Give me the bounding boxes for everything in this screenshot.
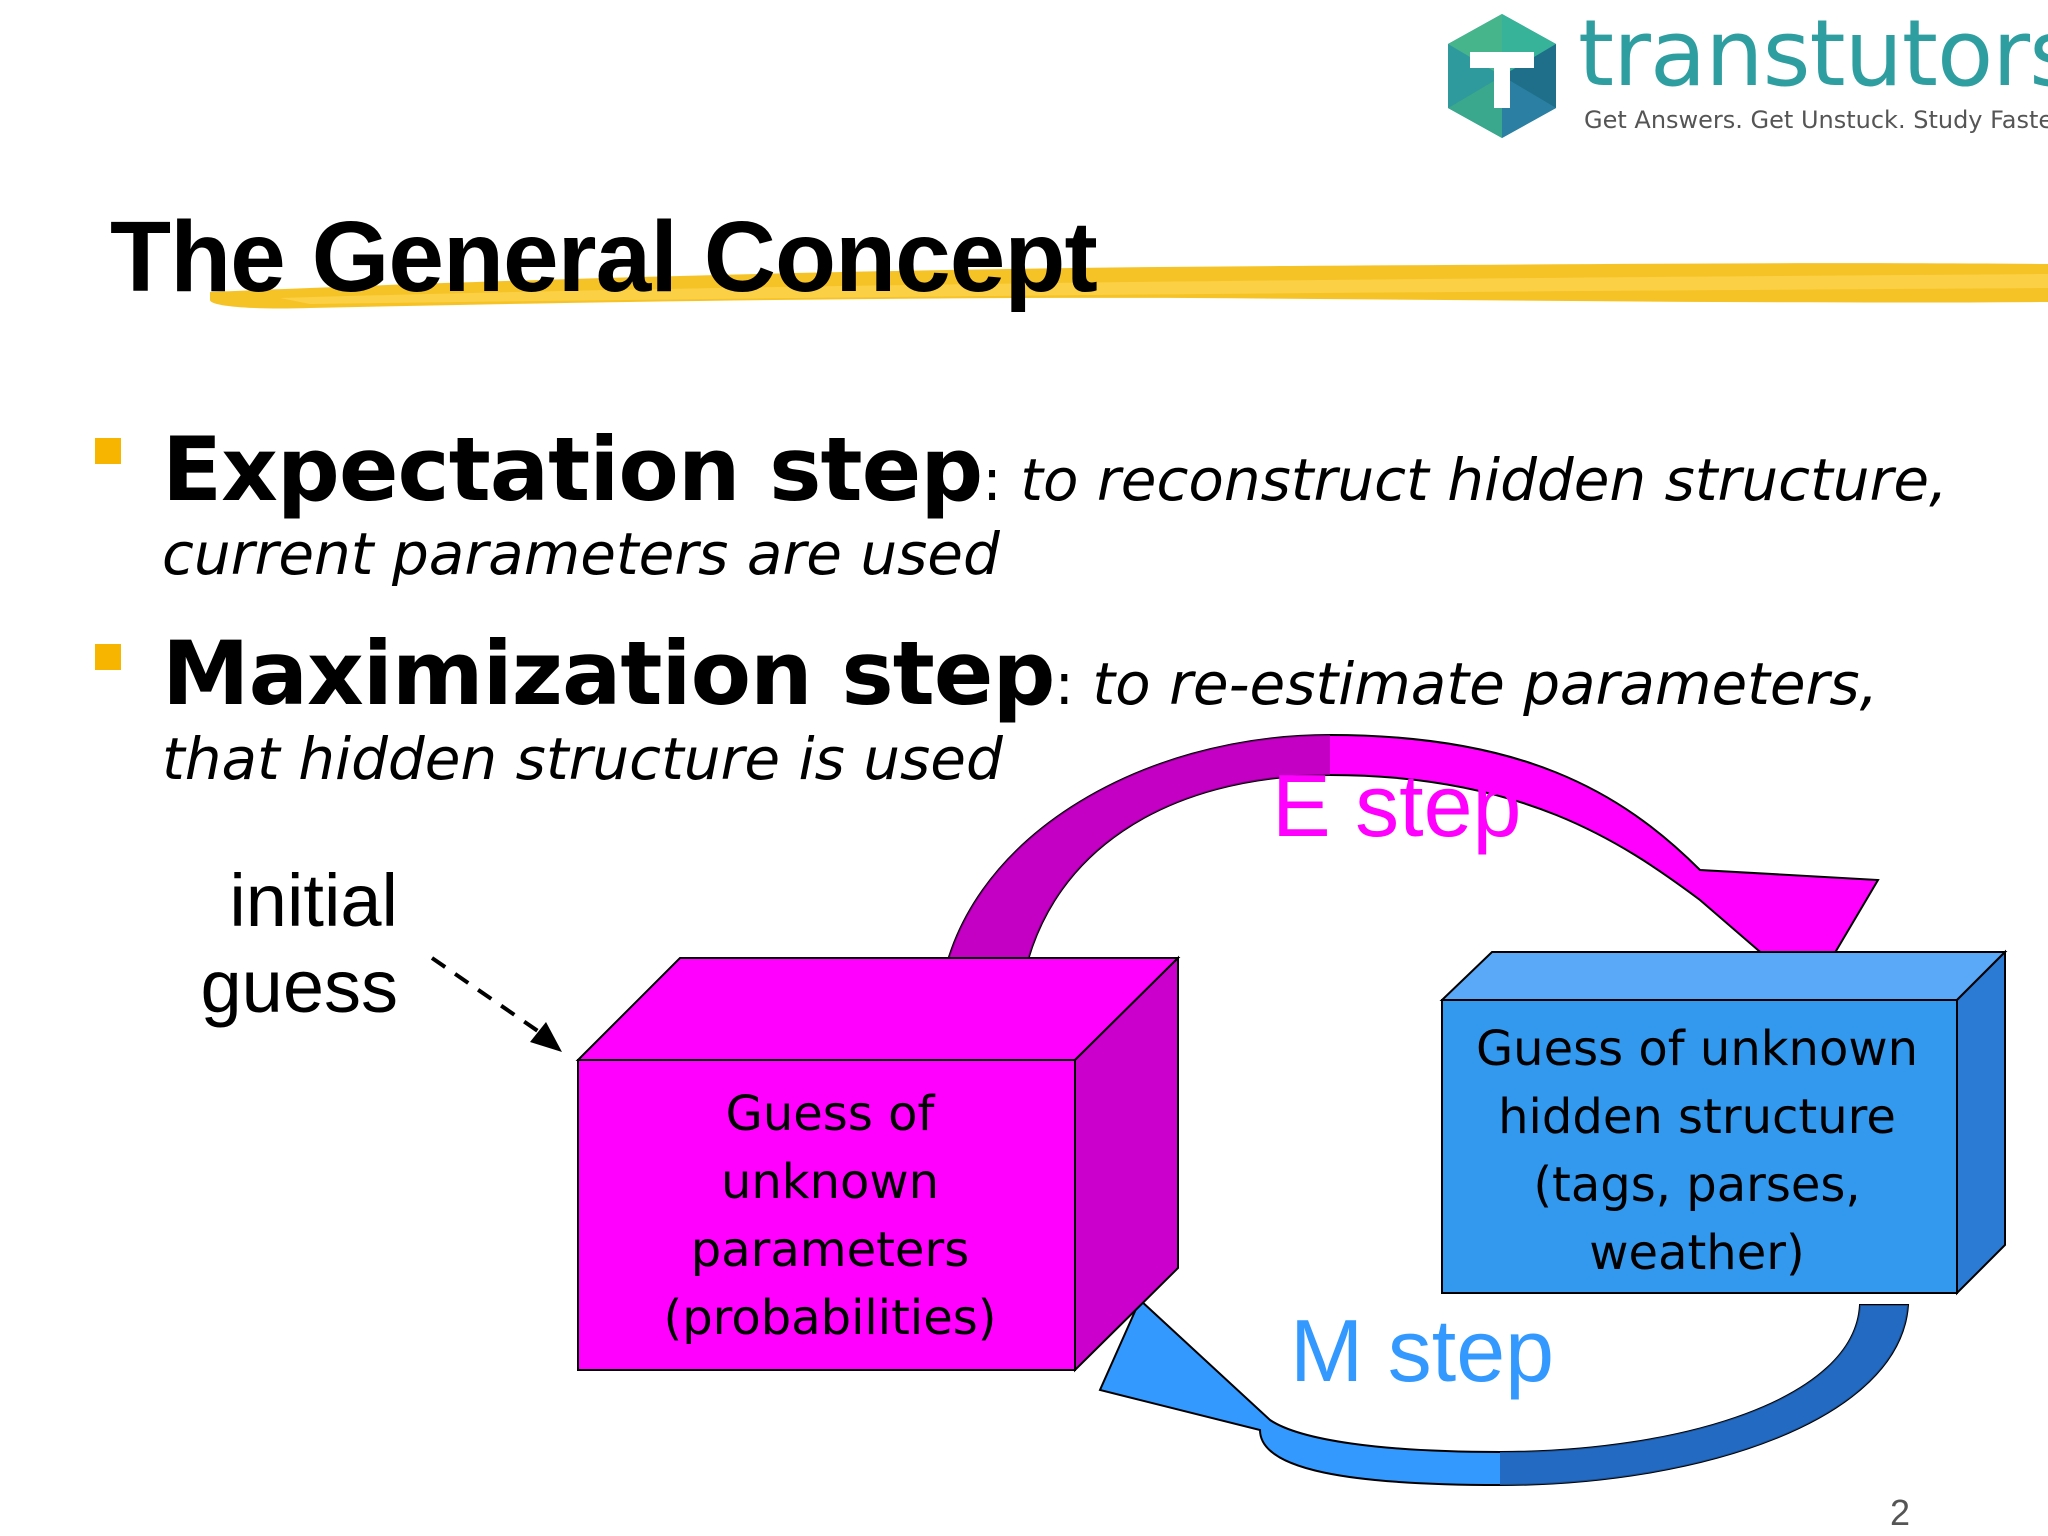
- page-number: 2: [1890, 1492, 1911, 1533]
- logo-wordmark: transtutors: [1578, 0, 2048, 107]
- maximization-line: Maximization step: to re-estimate parame…: [162, 622, 1878, 725]
- left-box-line: Guess of: [725, 1086, 935, 1142]
- maximization-heading: Maximization step: [162, 622, 1055, 725]
- slide-title: The General Concept: [110, 201, 1098, 313]
- bullet-marker: [95, 438, 121, 464]
- title-highlight-stroke: [210, 263, 2048, 309]
- expectation-desc-1: to reconstruct hidden structure,: [1020, 446, 1948, 514]
- initial-label-line-1: initial: [229, 859, 398, 942]
- expectation-desc-2: current parameters are used: [162, 520, 1000, 588]
- hidden-structure-box-label: Guess of unknown hidden structure (tags,…: [1442, 1015, 1952, 1287]
- maximization-desc-2: that hidden structure is used: [162, 725, 1003, 793]
- m-step-label: M step: [1290, 1301, 1555, 1400]
- right-box-line: Guess of unknown: [1475, 1021, 1919, 1077]
- left-box-line: parameters: [690, 1222, 970, 1278]
- logo-hexagon-icon: [1448, 14, 1556, 138]
- right-box-line: (tags, parses,: [1533, 1157, 1861, 1213]
- parameters-box-label: Guess of unknown parameters (probabiliti…: [580, 1080, 1080, 1352]
- initial-label-line-2: guess: [200, 945, 398, 1028]
- initial-guess-arrowhead: [530, 1022, 562, 1052]
- expectation-heading: Expectation step: [162, 418, 983, 521]
- left-box-line: (probabilities): [663, 1290, 997, 1346]
- left-box-top: [575, 957, 1181, 1061]
- expectation-colon: :: [982, 446, 1021, 514]
- right-box-side: [1956, 949, 2006, 1296]
- maximization-desc-1: to re-estimate parameters,: [1092, 650, 1879, 718]
- transtutors-logo[interactable]: transtutors Get Answers. Get Unstuck. St…: [1446, 0, 2048, 142]
- right-box-front: [1441, 999, 1958, 1294]
- initial-guess-label: initial guess: [201, 858, 398, 1030]
- logo-tagline: Get Answers. Get Unstuck. Study Faster: [1584, 106, 2048, 134]
- left-box-line: unknown: [720, 1154, 940, 1210]
- e-step-label: E step: [1272, 756, 1522, 855]
- bullet-marker: [95, 644, 121, 670]
- right-box-top: [1439, 951, 2008, 1001]
- initial-guess-arrow: [430, 956, 550, 1040]
- right-box-line: weather): [1589, 1225, 1805, 1281]
- maximization-colon: :: [1054, 650, 1093, 718]
- left-box-front: [577, 1059, 1076, 1371]
- right-box-line: hidden structure: [1498, 1089, 1896, 1145]
- expectation-line: Expectation step: to reconstruct hidden …: [162, 418, 1948, 521]
